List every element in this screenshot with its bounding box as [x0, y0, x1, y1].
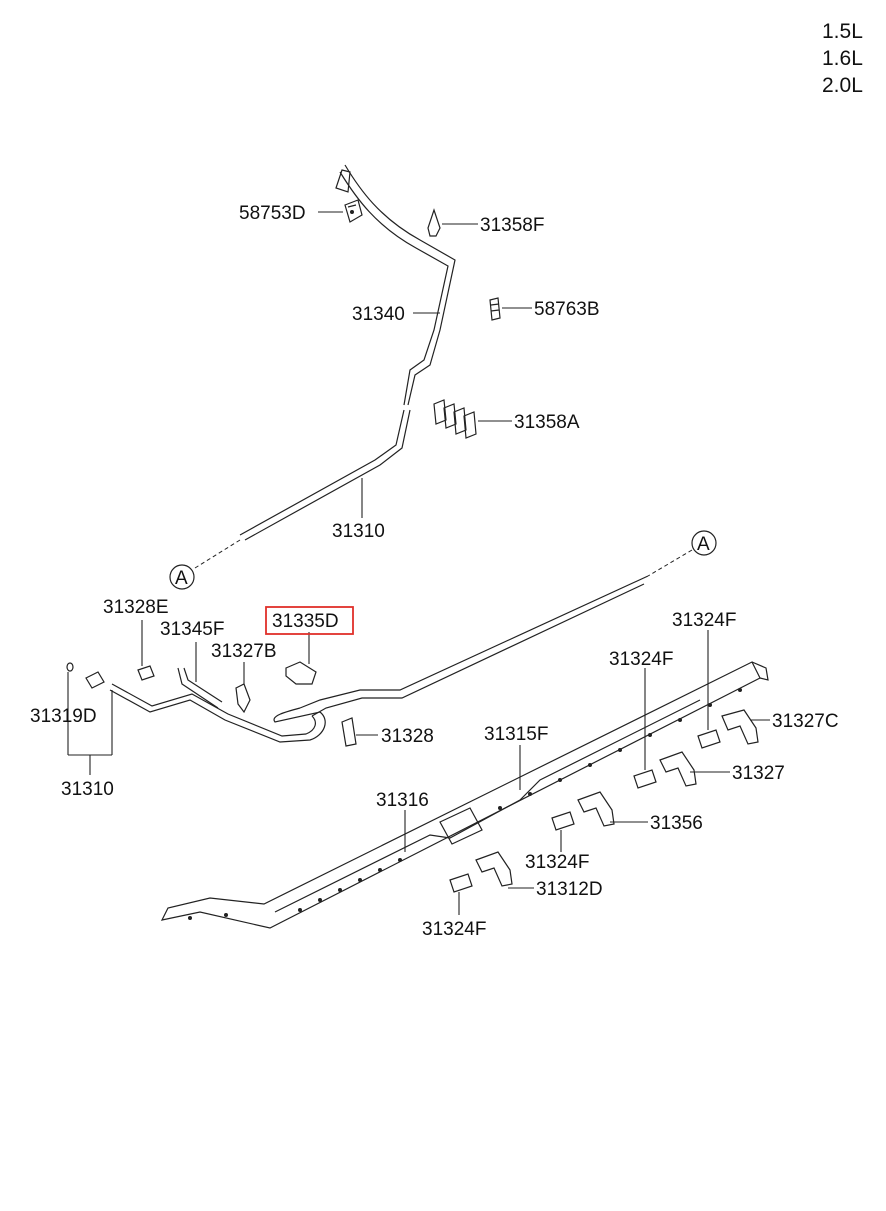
protector-31316: 31316 31315F [160, 661, 769, 929]
bracket-icon [659, 751, 697, 787]
label-31324f-a: 31324F [672, 610, 736, 631]
callout-31340: 31340 [352, 304, 440, 325]
grommet-icon [489, 297, 501, 321]
clip-58763b: 58763B [489, 297, 600, 321]
connector-icon [285, 661, 317, 685]
lower-fuel-line [66, 575, 649, 743]
clip-icon [427, 208, 441, 237]
clip-icon [551, 811, 575, 831]
upper-fuel-line [194, 164, 456, 569]
pipe-lower-b [311, 583, 645, 717]
pipe-31310-a [244, 409, 411, 541]
ref-circle [691, 530, 717, 556]
label-31327: 31327 [732, 763, 785, 784]
pipe-31340-b [339, 171, 449, 406]
label-31328: 31328 [381, 726, 434, 747]
engine-2-0l: 2.0L [822, 74, 863, 97]
label-31328e: 31328E [103, 597, 169, 618]
callout-31345f: 31345F [160, 619, 224, 682]
clip-hole [350, 210, 354, 214]
label-31312d: 31312D [536, 879, 603, 900]
pipe-31310-b [239, 409, 405, 536]
callout-31319d: 31319D 31310 [30, 672, 114, 800]
label-31324f-b: 31324F [609, 649, 673, 670]
label-31327b: 31327B [211, 641, 277, 662]
bracket-31327c: 31327C [721, 709, 839, 745]
label-58763b: 58763B [534, 299, 600, 320]
label-31345f: 31345F [160, 619, 224, 640]
clip-31324f-c: 31324F [525, 811, 589, 873]
clip-icon [235, 683, 251, 714]
label-31340: 31340 [352, 304, 405, 325]
bracket-31356: 31356 [577, 791, 703, 834]
clip-icon [137, 665, 155, 681]
clip-icon [697, 729, 721, 749]
protector-tip [751, 661, 769, 681]
break-line-a-right [647, 549, 693, 577]
pipe-31340-a [344, 164, 456, 406]
clip-31324f-a: 31324F [672, 610, 736, 749]
pipe-loop-b [111, 683, 316, 737]
engine-variants: 1.5L 1.6L 2.0L [822, 20, 863, 97]
tube-31345f [177, 667, 223, 709]
clip-58753d: 58753D [239, 199, 363, 224]
clip-31324f-d: 31324F [422, 873, 486, 940]
engine-1-6l: 1.6L [822, 47, 863, 70]
clip-31328e: 31328E [103, 597, 169, 681]
protector-body [160, 661, 761, 929]
clip-icon [633, 769, 657, 789]
label-31310-bottom: 31310 [61, 779, 114, 800]
break-line-a-left [194, 539, 241, 569]
label-31335d[interactable]: 31335D [272, 611, 339, 632]
pipe-end-fitting [335, 169, 351, 193]
bracket-icon [577, 791, 615, 827]
bracket-icon [475, 851, 513, 887]
label-31310-top: 31310 [332, 521, 385, 542]
multi-clip-icon [433, 399, 477, 439]
protector-holes [188, 688, 742, 920]
bracket-icon [721, 709, 759, 745]
label-31358a: 31358A [514, 412, 580, 433]
clip-31358a: 31358A [433, 399, 580, 439]
protector-rib [274, 699, 701, 913]
ref-letter: A [175, 568, 188, 589]
highlight-box [265, 606, 354, 635]
pipe-loop-a [109, 689, 326, 743]
pipe-end-fitting [85, 671, 105, 689]
label-31324f-d: 31324F [422, 919, 486, 940]
ref-a-right: A [647, 530, 717, 577]
clip-icon [341, 717, 357, 747]
bracket-31312d: 31312D [475, 851, 603, 900]
clip-31328: 31328 [341, 717, 434, 747]
pipe-lower-a [299, 575, 649, 709]
protector-plate [439, 807, 483, 845]
label-31356: 31356 [650, 813, 703, 834]
callout-31310-top: 31310 [332, 478, 385, 542]
label-31319d: 31319D [30, 706, 97, 727]
clip-icon [449, 873, 473, 893]
label-31327c: 31327C [772, 711, 839, 732]
bracket-31327: 31327 [659, 751, 785, 787]
label-31316: 31316 [376, 790, 429, 811]
label-31315f: 31315F [484, 724, 548, 745]
label-58753d: 58753D [239, 203, 306, 224]
label-31324f-c: 31324F [525, 852, 589, 873]
ref-a-left: A [169, 564, 195, 590]
clip-31358f: 31358F [427, 208, 544, 237]
label-31358f: 31358F [480, 215, 544, 236]
clip-31324f-b: 31324F [609, 649, 673, 789]
ref-letter: A [697, 534, 710, 555]
engine-1-5l: 1.5L [822, 20, 863, 43]
part-31335d: 31335D [265, 606, 354, 685]
clip-icon [344, 199, 363, 223]
fitting-oring [66, 662, 74, 672]
clip-31327b: 31327B [211, 641, 277, 714]
ref-circle [169, 564, 195, 590]
